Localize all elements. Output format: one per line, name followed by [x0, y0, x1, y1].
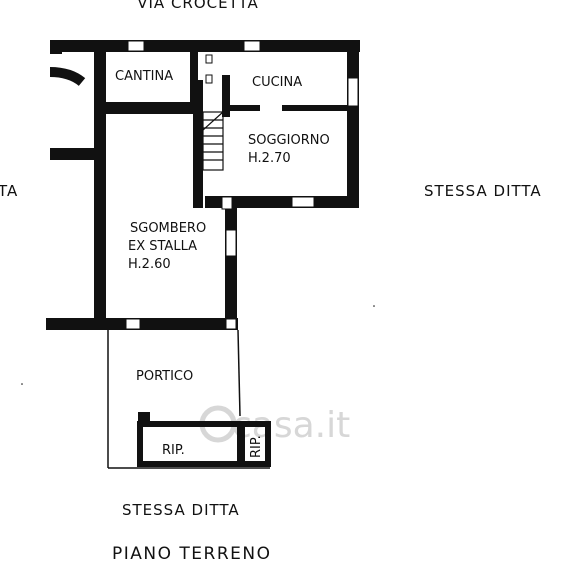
room-portico: PORTICO	[136, 369, 193, 384]
window-sgombero-right	[225, 229, 237, 257]
wall-cantina-bottom	[94, 102, 198, 114]
wall-stair-left	[193, 80, 203, 208]
wall-upper-right	[347, 40, 359, 208]
wall-curve-left	[49, 67, 86, 86]
wall-stub-left-1	[50, 40, 62, 54]
wall-cantina-left	[94, 40, 106, 102]
floor-title: PIANO TERRENO	[112, 544, 271, 564]
rip-box-2	[239, 421, 271, 467]
room-sgombero: SGOMBERO	[130, 221, 206, 236]
stairs	[202, 111, 224, 171]
window-sgombero-bottom	[125, 318, 141, 330]
wall-sgombero-bottom	[46, 318, 238, 330]
neighbor-left: TA	[0, 182, 18, 200]
door-soggiorno	[221, 196, 233, 210]
portico-outline	[107, 329, 270, 469]
window-right	[347, 77, 359, 107]
neighbor-bottom: STESSA DITTA	[122, 501, 240, 519]
room-soggiorno-height: H.2.70	[248, 151, 291, 166]
wall-cucina-partition-right	[282, 105, 347, 111]
rip-box-1	[137, 421, 243, 467]
wall-soggiorno-bottom	[205, 196, 359, 208]
window-soggiorno-bottom	[291, 196, 315, 208]
openings	[125, 40, 359, 330]
rip-boxes	[137, 421, 271, 467]
neighbor-right: STESSA DITTA	[424, 182, 542, 200]
wall-sgombero-right	[225, 196, 237, 330]
wall-stub-left-2	[50, 148, 94, 160]
door-cantina-bottom	[205, 74, 213, 84]
wall-stair-right	[222, 75, 230, 117]
room-rip-2: RIP.	[249, 435, 264, 458]
room-rip-1: RIP.	[162, 443, 185, 458]
wall-cucina-partition-left	[230, 105, 260, 111]
window-top-cantina	[127, 40, 145, 52]
window-top-cucina	[243, 40, 261, 52]
room-cantina: CANTINA	[115, 69, 173, 84]
room-sgombero-height: H.2.60	[128, 257, 171, 272]
room-cucina: CUCINA	[252, 75, 302, 90]
room-soggiorno: SOGGIORNO	[248, 133, 330, 148]
room-ex-stalla: EX STALLA	[128, 239, 197, 254]
wall-cantina-cucina	[190, 52, 198, 102]
window-sgombero-bottom-right	[225, 318, 237, 330]
door-cantina-top	[205, 54, 213, 64]
wall-sgombero-left	[94, 102, 106, 330]
street-label: VIA CROCETTA	[137, 0, 259, 12]
speck	[21, 383, 23, 385]
stair-outline	[202, 111, 224, 171]
speck	[373, 305, 375, 307]
